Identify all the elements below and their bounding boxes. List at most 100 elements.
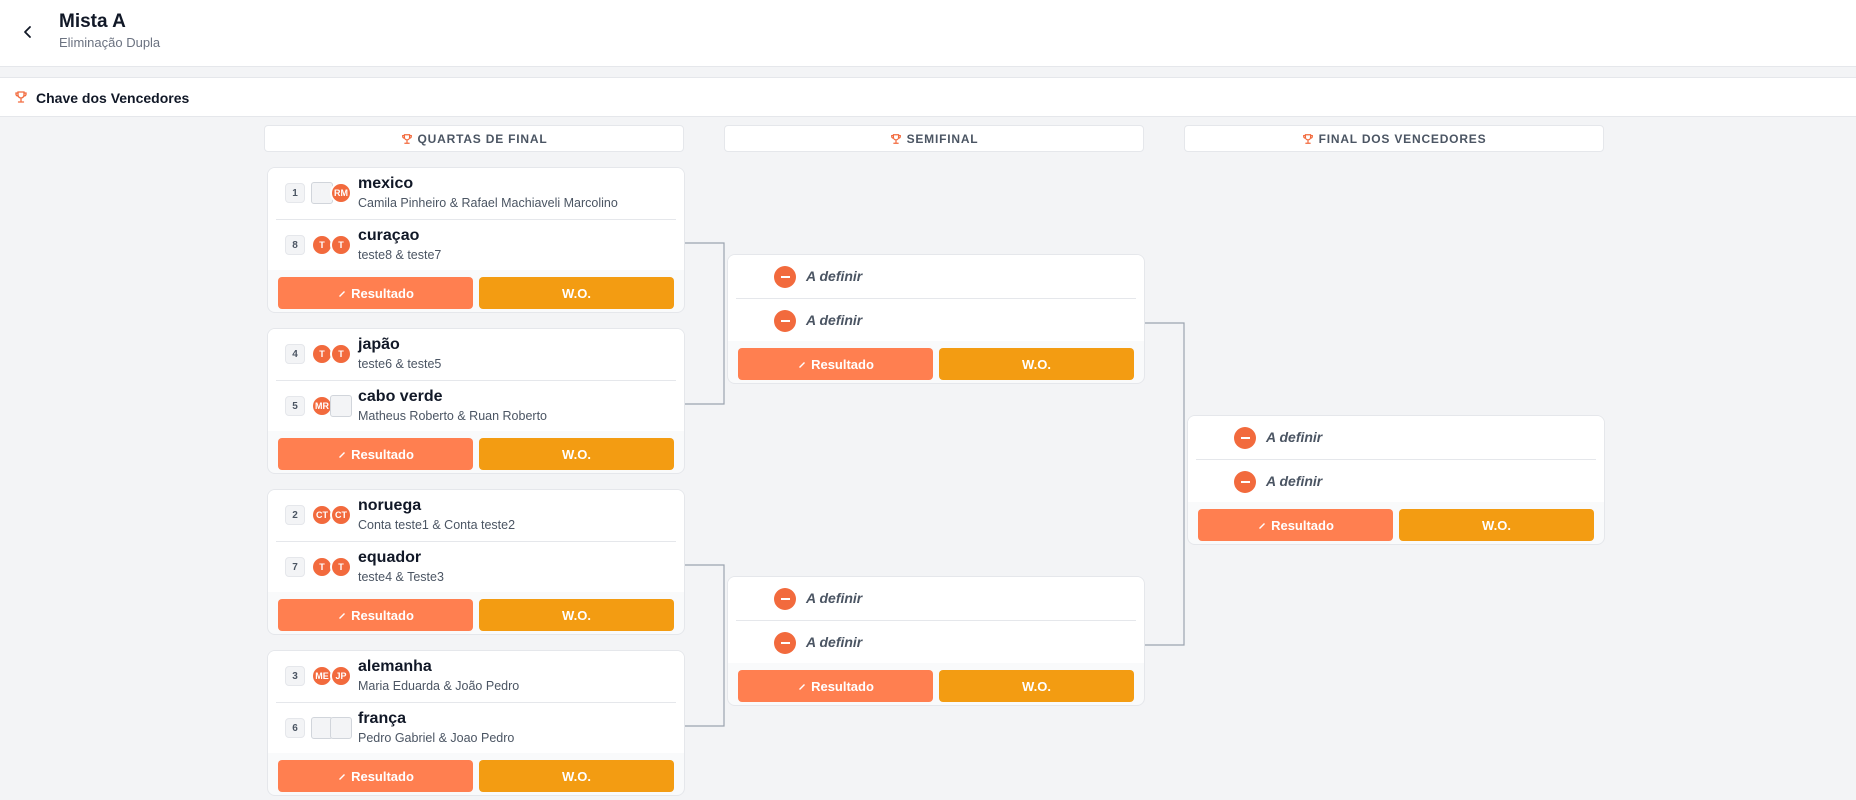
match-actions: Resultado W.O. — [268, 592, 684, 634]
avatar-broken-image-icon — [330, 717, 352, 739]
wo-button-label: W.O. — [1482, 517, 1511, 533]
back-button[interactable] — [16, 20, 40, 44]
result-button-label: Resultado — [351, 607, 414, 623]
avatar: T — [330, 234, 352, 256]
result-button[interactable]: Resultado — [738, 670, 933, 702]
team-row: 2 CT CT noruega Conta teste1 & Conta tes… — [276, 490, 676, 541]
result-button-label: Resultado — [351, 446, 414, 462]
team-name: alemanha — [358, 658, 432, 675]
avatar: T — [311, 343, 333, 365]
wo-button[interactable]: W.O. — [939, 670, 1134, 702]
wo-button-label: W.O. — [562, 285, 591, 301]
team-row: 3 ME JP alemanha Maria Eduarda & João Pe… — [276, 651, 676, 702]
team-name: mexico — [358, 175, 414, 192]
wo-button[interactable]: W.O. — [479, 438, 674, 470]
team-avatars — [311, 717, 353, 739]
pencil-icon — [799, 362, 806, 368]
team-name: cabo verde — [358, 388, 443, 405]
pencil-icon — [339, 291, 346, 297]
round-header-quarterfinals: QUARTAS DE FINAL — [264, 125, 684, 152]
team-name: equador — [358, 549, 422, 566]
tbd-row: A definir — [736, 255, 1136, 298]
round-label: SEMIFINAL — [906, 131, 979, 146]
match-actions: Resultado W.O. — [728, 341, 1144, 383]
round-label: QUARTAS DE FINAL — [417, 131, 548, 146]
match-actions: Resultado W.O. — [268, 431, 684, 473]
avatar: RM — [330, 182, 352, 204]
top-bar: Mista A Eliminação Dupla — [0, 0, 1856, 67]
wo-button[interactable]: W.O. — [479, 760, 674, 792]
tbd-label: A definir — [1266, 473, 1323, 489]
round-header-winners-final: FINAL DOS VENCEDORES — [1184, 125, 1604, 152]
wo-button-label: W.O. — [562, 768, 591, 784]
avatar: T — [330, 343, 352, 365]
match-card-sf-1: A definir A definir Resultado W.O. — [727, 254, 1145, 384]
team-avatars: MR — [311, 395, 353, 417]
seed-badge: 5 — [285, 396, 305, 416]
result-button-label: Resultado — [351, 285, 414, 301]
match-actions: Resultado W.O. — [268, 270, 684, 312]
wo-button-label: W.O. — [562, 607, 591, 623]
tbd-label: A definir — [806, 634, 863, 650]
match-actions: Resultado W.O. — [728, 663, 1144, 705]
match-card-winners-final: A definir A definir Resultado W.O. — [1187, 415, 1605, 545]
avatar-broken-image-icon — [330, 395, 352, 417]
winners-bracket-header: Chave dos Vencedores — [0, 77, 1856, 117]
seed-badge: 3 — [285, 666, 305, 686]
team-players: teste4 & Teste3 — [358, 570, 444, 584]
result-button[interactable]: Resultado — [278, 599, 473, 631]
seed-badge: 2 — [285, 505, 305, 525]
result-button[interactable]: Resultado — [278, 760, 473, 792]
result-button-label: Resultado — [351, 768, 414, 784]
match-card-qf-2: 4 T T japão teste6 & teste5 5 MR cabo ve… — [267, 328, 685, 474]
avatar: T — [311, 234, 333, 256]
wo-button[interactable]: W.O. — [1399, 509, 1594, 541]
team-players: Camila Pinheiro & Rafael Machiaveli Marc… — [358, 196, 618, 210]
team-name: frança — [358, 710, 407, 727]
team-players: Matheus Roberto & Ruan Roberto — [358, 409, 547, 423]
team-avatars: T T — [311, 234, 353, 256]
trophy-icon — [1302, 133, 1313, 144]
pencil-icon — [799, 684, 806, 690]
result-button[interactable]: Resultado — [278, 277, 473, 309]
minus-circle-icon — [774, 310, 796, 332]
result-button[interactable]: Resultado — [278, 438, 473, 470]
seed-badge: 6 — [285, 718, 305, 738]
result-button[interactable]: Resultado — [1198, 509, 1393, 541]
round-label: FINAL DOS VENCEDORES — [1318, 131, 1487, 146]
tbd-label: A definir — [806, 590, 863, 606]
minus-circle-icon — [1234, 427, 1256, 449]
pencil-icon — [339, 452, 346, 458]
chevron-left-icon — [24, 26, 31, 38]
tbd-label: A definir — [1266, 429, 1323, 445]
page-subtitle: Eliminação Dupla — [59, 35, 161, 50]
seed-badge: 1 — [285, 183, 305, 203]
team-avatars: T T — [311, 556, 353, 578]
team-avatars: ME JP — [311, 665, 353, 687]
team-row: 6 frança Pedro Gabriel & Joao Pedro — [276, 702, 676, 753]
tbd-row: A definir — [736, 620, 1136, 663]
wo-button-label: W.O. — [1022, 678, 1051, 694]
result-button[interactable]: Resultado — [738, 348, 933, 380]
wo-button[interactable]: W.O. — [479, 599, 674, 631]
wo-button-label: W.O. — [1022, 356, 1051, 372]
match-card-qf-4: 3 ME JP alemanha Maria Eduarda & João Pe… — [267, 650, 685, 796]
match-actions: Resultado W.O. — [268, 753, 684, 795]
wo-button[interactable]: W.O. — [479, 277, 674, 309]
team-avatars: T T — [311, 343, 353, 365]
seed-badge: 8 — [285, 235, 305, 255]
team-avatars: CT CT — [311, 504, 353, 526]
trophy-icon — [401, 133, 412, 144]
trophy-icon — [890, 133, 901, 144]
tbd-label: A definir — [806, 268, 863, 284]
team-row: 1 RM mexico Camila Pinheiro & Rafael Mac… — [276, 168, 676, 219]
page-title: Mista A — [59, 11, 126, 32]
team-name: curaçao — [358, 227, 420, 244]
tbd-row: A definir — [736, 577, 1136, 620]
team-players: teste8 & teste7 — [358, 248, 442, 262]
wo-button[interactable]: W.O. — [939, 348, 1134, 380]
minus-circle-icon — [1234, 471, 1256, 493]
team-row: 7 T T equador teste4 & Teste3 — [276, 541, 676, 592]
team-row: 4 T T japão teste6 & teste5 — [276, 329, 676, 380]
team-row: 5 MR cabo verde Matheus Roberto & Ruan R… — [276, 380, 676, 431]
